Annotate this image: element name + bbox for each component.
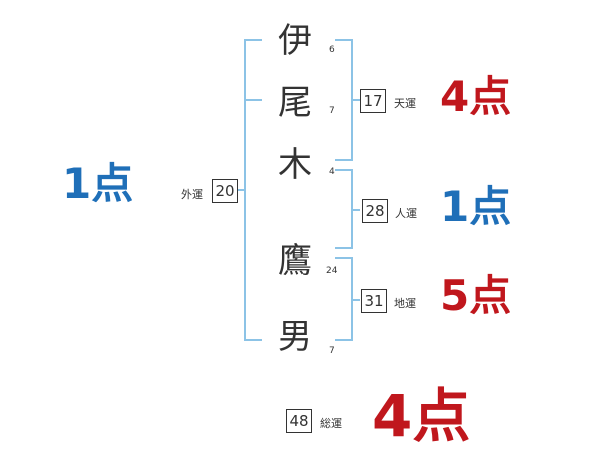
- stroke-count-5: 7: [329, 346, 335, 356]
- jinun-label: 人運: [395, 207, 417, 220]
- tenun-label: 天運: [394, 97, 416, 110]
- chiun-score: 5点: [440, 271, 512, 320]
- chiun-label: 地運: [394, 297, 416, 310]
- name-char-5: 男: [278, 317, 312, 357]
- tenun-bracket: [335, 39, 353, 161]
- souun-value: 48: [286, 409, 312, 433]
- outer-bracket: [244, 39, 262, 341]
- name-char-3: 木: [278, 145, 312, 185]
- gaiun-label: 外運: [181, 188, 203, 201]
- jinun-bracket: [335, 169, 353, 249]
- name-char-2: 尾: [278, 83, 312, 123]
- tenun-value: 17: [360, 89, 386, 113]
- jinun-score: 1点: [440, 182, 512, 231]
- name-char-4: 鷹: [278, 241, 312, 281]
- tenun-score: 4点: [440, 72, 512, 121]
- stroke-count-3: 4: [329, 167, 335, 177]
- name-char-1: 伊: [278, 21, 312, 61]
- gaiun-value: 20: [212, 179, 238, 203]
- stroke-count-2: 7: [329, 106, 335, 116]
- souun-score: 4点: [372, 382, 471, 450]
- jinun-value: 28: [362, 199, 388, 223]
- stroke-count-1: 6: [329, 45, 335, 55]
- gaiun-score: 1点: [62, 159, 134, 208]
- chiun-bracket: [335, 257, 353, 341]
- stroke-count-4: 24: [326, 266, 338, 276]
- souun-label: 総運: [320, 417, 342, 430]
- chiun-value: 31: [361, 289, 387, 313]
